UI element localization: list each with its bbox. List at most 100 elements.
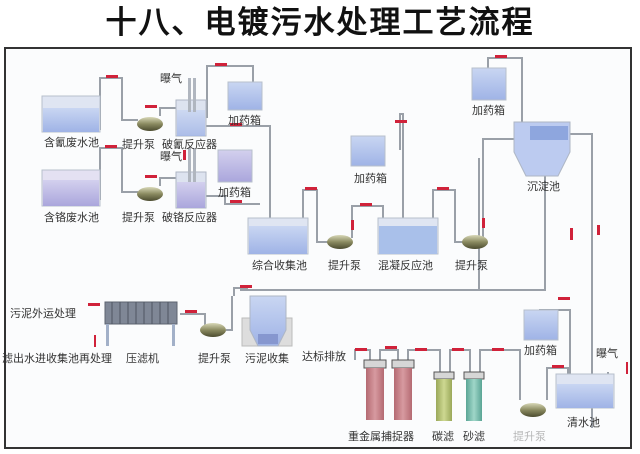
label-dosing-4: 加药箱 bbox=[472, 104, 505, 117]
pump-icon bbox=[327, 235, 353, 249]
flow-arrow bbox=[495, 55, 507, 58]
pipe-chrome-to-pump bbox=[99, 147, 138, 200]
label-pump-4: 提升泵 bbox=[455, 259, 488, 272]
flow-arrow bbox=[305, 187, 317, 190]
label-aeration-2: 曝气 bbox=[160, 150, 182, 163]
flow-arrow bbox=[626, 362, 628, 374]
flow-arrow bbox=[570, 228, 573, 240]
flow-arrow bbox=[552, 365, 564, 368]
flow-arrows bbox=[88, 55, 628, 374]
flow-arrow bbox=[183, 150, 186, 160]
flow-arrow bbox=[558, 297, 570, 300]
cyanide-reactor bbox=[175, 78, 207, 137]
dosing-tank-3 bbox=[350, 135, 386, 167]
pipe-pump-to-cyanide-reactor bbox=[159, 107, 178, 116]
label-chrome-pool: 含铬废水池 bbox=[44, 211, 99, 224]
label-discharge: 达标排放 bbox=[302, 350, 346, 363]
pipe-settling-out bbox=[568, 133, 593, 428]
flow-arrow bbox=[240, 285, 252, 288]
flow-arrow bbox=[185, 310, 197, 313]
flow-arrow bbox=[145, 175, 157, 178]
pump-icons bbox=[137, 117, 546, 417]
label-filter-press: 压滤机 bbox=[126, 352, 159, 365]
label-cyanide-pool: 含氰废水池 bbox=[44, 136, 99, 149]
dosing-tank-1 bbox=[227, 81, 263, 111]
flow-arrow bbox=[385, 346, 397, 349]
pump-icon bbox=[200, 323, 226, 337]
pipe-dosing-to-coagulation bbox=[399, 113, 404, 222]
flow-arrow bbox=[106, 75, 118, 78]
pipe-cyanide-reactor-to-collection bbox=[205, 125, 271, 230]
label-carbon-filter: 碳滤 bbox=[432, 430, 454, 443]
label-dosing-5: 加药箱 bbox=[524, 344, 557, 357]
label-settling-pool: 沉淀池 bbox=[527, 180, 560, 193]
label-pump-6: 提升泵 bbox=[513, 430, 546, 443]
label-collection-pool: 综合收集池 bbox=[252, 259, 307, 272]
pipe-dosing-to-cyanide-reactor bbox=[206, 65, 254, 118]
pipe-pump-to-chrome-reactor bbox=[159, 177, 178, 186]
label-dosing-2: 加药箱 bbox=[218, 186, 251, 199]
dosing-tank-5 bbox=[523, 309, 559, 341]
flow-arrow bbox=[351, 220, 354, 230]
heavy-metal-catcher bbox=[363, 359, 415, 420]
flow-arrow bbox=[94, 335, 96, 347]
cyanide-pool bbox=[41, 95, 101, 133]
carbon-filter bbox=[433, 371, 455, 421]
flow-arrow bbox=[437, 187, 449, 190]
label-chrome-reactor: 破铬反应器 bbox=[162, 211, 217, 224]
label-pump-5: 提升泵 bbox=[198, 352, 231, 365]
clear-water-pool bbox=[555, 373, 615, 409]
label-aeration-3: 曝气 bbox=[596, 347, 618, 360]
label-filtrate-return: 滤出水进收集池再处理 bbox=[2, 352, 112, 365]
flow-arrow bbox=[415, 348, 427, 351]
collection-pool bbox=[247, 217, 309, 255]
flow-arrow bbox=[355, 348, 367, 351]
flow-arrow bbox=[597, 225, 600, 235]
chrome-pool bbox=[41, 169, 101, 207]
pipe-coagulation-to-pump bbox=[432, 189, 465, 243]
flow-arrow bbox=[395, 120, 407, 123]
filter-press bbox=[104, 301, 178, 346]
aerator-icon bbox=[188, 78, 191, 112]
label-aeration-1: 曝气 bbox=[160, 72, 182, 85]
sand-filter bbox=[463, 371, 485, 421]
pump-icon bbox=[137, 187, 163, 201]
pipe-pump-to-settling bbox=[482, 138, 520, 240]
chrome-reactor bbox=[175, 148, 207, 209]
label-pump-1: 提升泵 bbox=[122, 138, 155, 151]
flow-arrow bbox=[145, 105, 157, 108]
label-pump-3: 提升泵 bbox=[328, 259, 361, 272]
label-dosing-1: 加药箱 bbox=[228, 114, 261, 127]
flow-arrow bbox=[360, 203, 372, 206]
pump-icon bbox=[137, 117, 163, 131]
label-sludge-out: 污泥外运处理 bbox=[10, 307, 76, 320]
dosing-tanks bbox=[217, 67, 559, 341]
label-pump-2: 提升泵 bbox=[122, 211, 155, 224]
flow-arrow bbox=[492, 348, 504, 351]
pipes bbox=[99, 57, 609, 428]
label-coagulation-pool: 混凝反应池 bbox=[378, 259, 433, 272]
flow-arrow bbox=[482, 218, 485, 228]
aerator-icon bbox=[188, 148, 191, 182]
coagulation-pool bbox=[377, 217, 439, 255]
label-clear-pool: 清水池 bbox=[567, 416, 600, 429]
label-sludge-collection: 污泥收集 bbox=[245, 352, 289, 365]
pump-icon bbox=[462, 235, 488, 249]
pipe-cyanide-to-pump bbox=[99, 77, 138, 130]
dosing-tank-2 bbox=[217, 149, 253, 183]
flow-arrow bbox=[105, 145, 117, 148]
label-dosing-3: 加药箱 bbox=[354, 172, 387, 185]
pipe-chrome-reactor-to-collection bbox=[205, 195, 260, 205]
dosing-tank-4 bbox=[471, 67, 507, 101]
flow-arrow bbox=[230, 123, 242, 126]
flow-arrow bbox=[230, 200, 242, 203]
flow-arrow bbox=[215, 63, 227, 66]
page-title: 十八、电镀污水处理工艺流程 bbox=[105, 5, 535, 41]
settling-pool bbox=[513, 121, 571, 177]
label-sand-filter: 砂滤 bbox=[463, 430, 485, 443]
diagram-frame bbox=[4, 47, 632, 449]
pipe-sludge-collect-to-pump bbox=[226, 296, 233, 331]
sludge-collection bbox=[241, 295, 293, 347]
label-heavy-metal-catcher: 重金属捕捉器 bbox=[348, 430, 414, 443]
